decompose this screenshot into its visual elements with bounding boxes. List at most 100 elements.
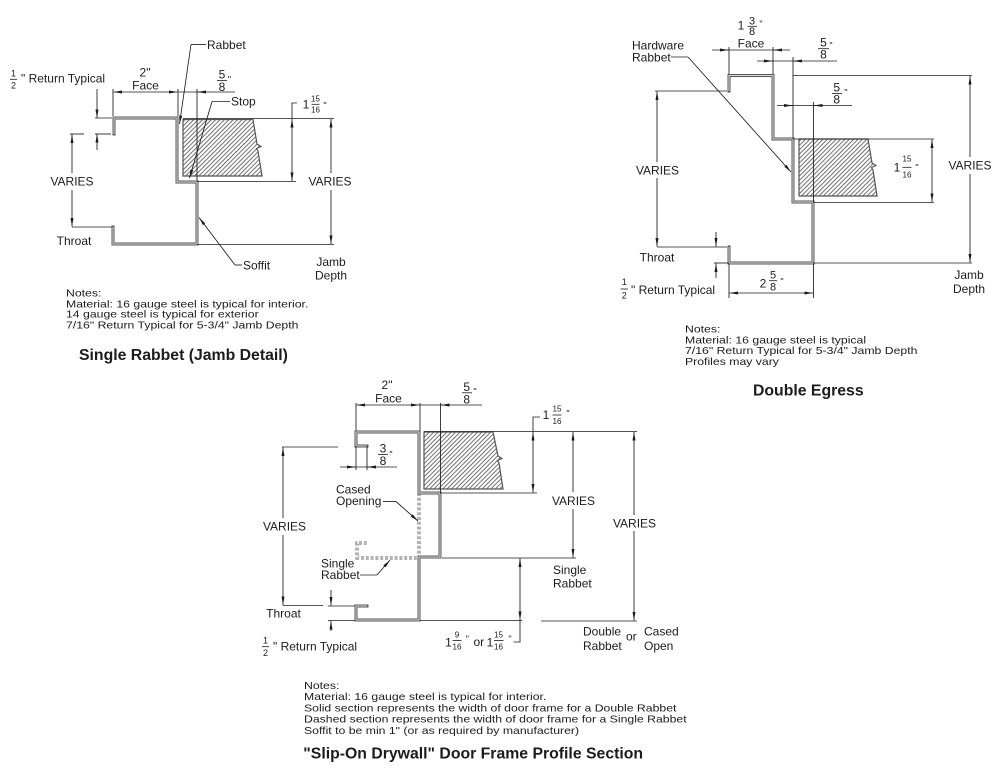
fraction-numerator: 1 (11, 69, 16, 79)
stop-label: 5 8 " (832, 81, 848, 106)
diagram-title: Double Egress (753, 383, 864, 400)
notes-line: 7/16" Return Typical for 5-3/4" Jamb Dep… (685, 346, 917, 357)
leader-single-rabbet (360, 559, 391, 576)
fraction-denominator: 8 (749, 26, 755, 38)
leader-soffit (198, 217, 242, 266)
caption-joiner: or (626, 630, 637, 644)
dimension-face (112, 89, 179, 116)
label-bracket (513, 620, 521, 643)
dimension-door-thickness (183, 102, 334, 182)
inch-mark: " (508, 634, 511, 644)
fraction-numerator: 5 (219, 68, 226, 82)
fraction-numerator: 15 (494, 630, 503, 639)
notes-line: Profiles may vary (685, 357, 779, 368)
notes-line: Soffit to be min 1" (or as required by m… (304, 726, 579, 737)
throat-value: VARIES (50, 175, 93, 189)
inch-mark: " (759, 19, 762, 29)
return-typical-text: " Return Typical (631, 283, 715, 297)
double-egress-diagram: 1 3 8 " Face 5 8 " 5 (620, 16, 992, 400)
return-lip-label: 3 8 " (378, 442, 393, 468)
door-section-hatched (798, 138, 878, 197)
fraction-denominator: 2 (11, 80, 16, 90)
throat-caption: Throat (266, 606, 301, 620)
callout-hardware-rabbet-line1: Hardware (632, 38, 684, 52)
jamb-depth-caption-line2: Depth (953, 282, 985, 296)
notes-line: Material: 16 gauge steel is typical (685, 335, 866, 346)
option-separator: or (474, 635, 485, 649)
dimension-return-typical (95, 89, 112, 150)
inch-mark: " (389, 449, 392, 459)
fraction-numerator: 3 (380, 442, 387, 456)
fraction-denominator: 8 (219, 80, 226, 94)
fraction-denominator: 16 (453, 642, 462, 651)
whole-number: 1 (543, 408, 550, 422)
fraction-numerator: 5 (833, 81, 840, 95)
inch-mark: " (466, 634, 469, 644)
single-rabbet-depth-caption-line2: Rabbet (553, 576, 592, 590)
dimension-jamb-depth (813, 76, 972, 264)
double-rabbet-caption-line1: Double (583, 625, 621, 639)
fraction-numerator: 15 (903, 155, 912, 164)
dashed-core (356, 493, 420, 559)
dimension-door-thickness (424, 416, 637, 494)
slip-on-drywall-diagram: 2" Face 5 8 " 1 15 16 " (262, 378, 688, 762)
inch-mark: " (780, 276, 783, 286)
cased-open-caption-line1: Cased (644, 625, 679, 639)
callout-cased-opening-line1: Cased (336, 482, 371, 496)
inch-mark: " (915, 162, 918, 172)
whole-number: 1 (487, 636, 494, 650)
inch-mark: " (829, 41, 832, 51)
door-thickness-label: 1 15 16 " (543, 405, 570, 426)
leader-arrow (189, 101, 213, 179)
callout-hardware-rabbet-line2: Rabbet (632, 51, 671, 65)
return-typical-text: " Return Typical (273, 640, 357, 654)
frame-profile (354, 430, 442, 622)
face-dimension-label: 1 3 8 " Face (738, 16, 765, 51)
frame-profile (727, 74, 815, 265)
callout-single-rabbet-line2: Rabbet (321, 568, 360, 582)
inch-mark: " (473, 386, 476, 396)
face-dimension-value: 2" (382, 378, 393, 392)
callout-rabbet: Rabbet (207, 38, 246, 52)
double-rabbet-caption-line2: Rabbet (583, 639, 622, 653)
fraction-numerator: 15 (311, 95, 320, 104)
inch-mark: " (323, 101, 326, 111)
fraction-denominator: 16 (903, 171, 912, 180)
notes-line: Material: 16 gauge steel is typical for … (66, 299, 308, 310)
fraction-denominator: 8 (820, 47, 827, 61)
frame-core (355, 431, 441, 621)
fraction-denominator: 16 (494, 642, 503, 651)
single-rabbet-diagram: 1 2 " Return Typical 2" Face 5 8 " (10, 38, 352, 364)
dimension-stop-width (178, 89, 235, 181)
dimension-return-typical (328, 590, 355, 631)
stop-width-label: 5 8 " (217, 68, 231, 94)
fraction-numerator: 5 (820, 36, 827, 50)
fraction-numerator: 5 (770, 269, 776, 281)
jamb-depth-caption-line2: Depth (315, 269, 347, 283)
notes-line: 7/16" Return Typical for 5-3/4" Jamb Dep… (66, 320, 298, 331)
leader-arrow (395, 501, 419, 522)
dimension-face (355, 403, 421, 431)
leader-stop (189, 101, 230, 179)
leader-arrow (687, 56, 792, 173)
throat-value: VARIES (263, 520, 306, 534)
whole-number: 2 (760, 276, 767, 290)
whole-number: 1 (445, 636, 452, 650)
fraction-numerator: 1 (263, 635, 268, 645)
fraction-numerator: 9 (455, 630, 460, 639)
leader-arrow (179, 44, 192, 125)
notes-line: Solid section represents the width of do… (304, 703, 677, 714)
single-rabbet-depth-value: VARIES (552, 494, 595, 508)
door-thickness-label: 1 15 16 " (303, 95, 327, 115)
throat-value: VARIES (636, 164, 679, 178)
return-typical-label: 1 2 " Return Typical (10, 69, 105, 90)
dimension-face (712, 47, 790, 74)
return-typical-label: 1 2 " Return Typical (620, 277, 715, 300)
leader-rabbet (179, 44, 206, 125)
first-rabbet-label: 5 8 " (818, 36, 833, 61)
diagram-title: "Slip-On Drywall" Door Frame Profile Sec… (303, 745, 643, 762)
leader-arrow (376, 559, 391, 576)
dimension-stop-width (420, 403, 482, 493)
dimension-single-rabbet-depth (442, 432, 576, 559)
